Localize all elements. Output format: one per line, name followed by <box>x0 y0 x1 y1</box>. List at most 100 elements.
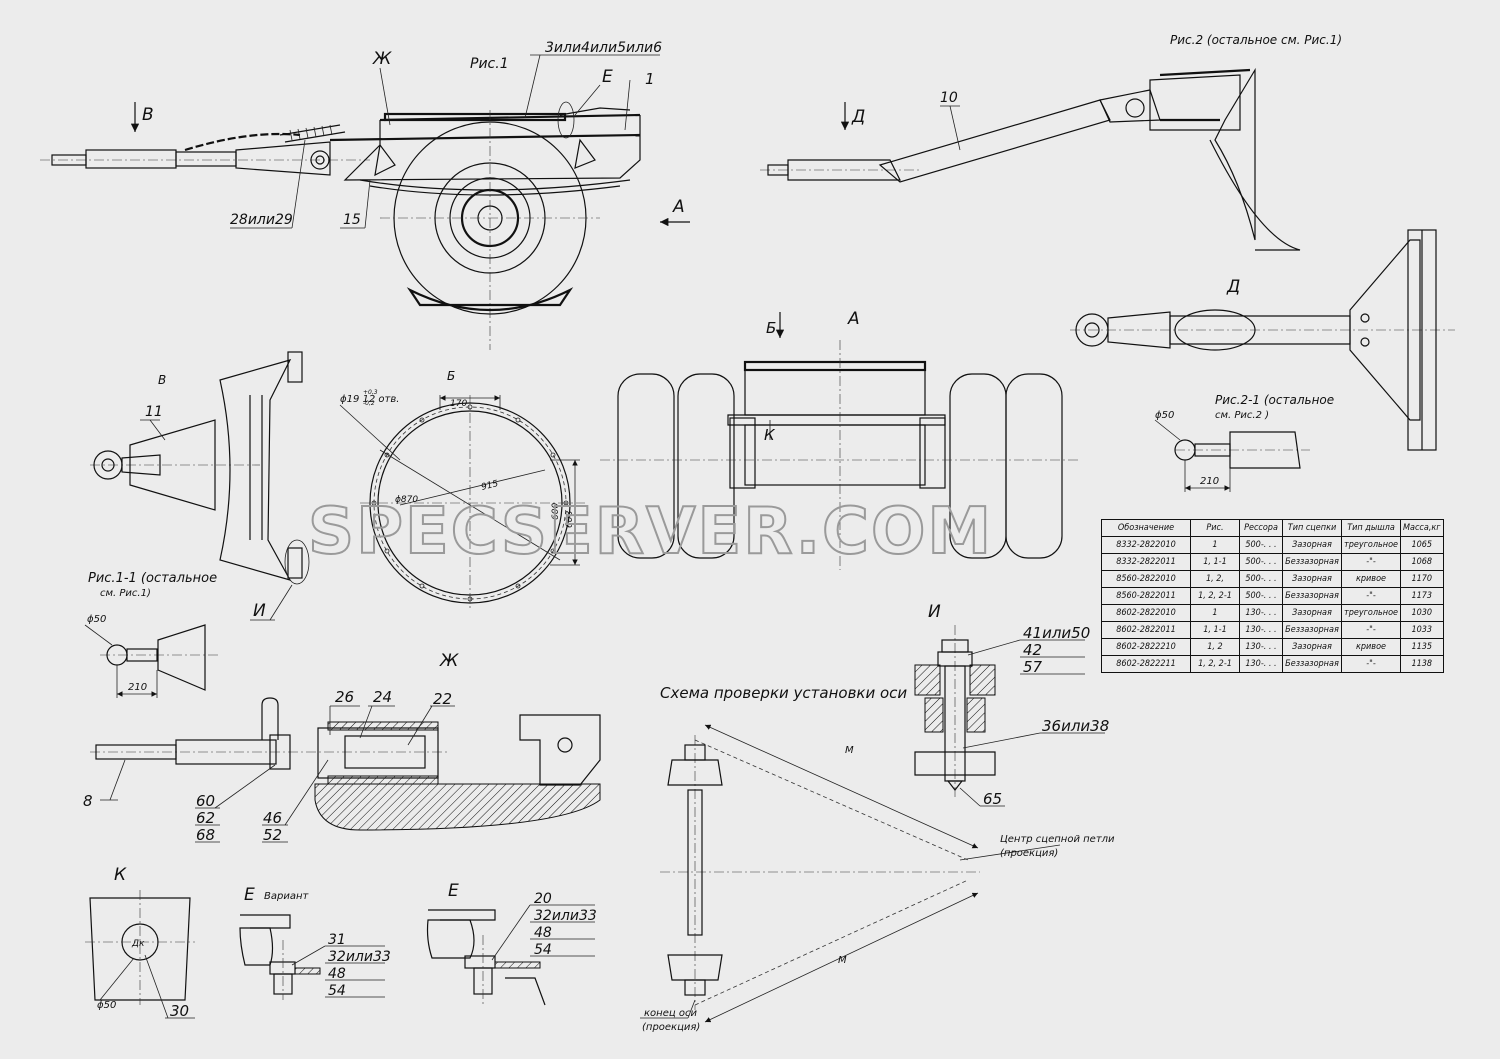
table-cell: кривое <box>1340 638 1402 656</box>
callout-1: 1 <box>645 70 655 88</box>
dim-210-a: 210 <box>128 682 147 693</box>
watermark: SPECSERVER.COM <box>308 495 993 569</box>
callout-8: 8 <box>83 792 93 810</box>
callout-54-b: 54 <box>534 942 552 958</box>
table-cell: 1, 2, 2-1 <box>1190 587 1240 605</box>
table-cell: 1, 1-1 <box>1190 621 1240 639</box>
view-b-title: Б <box>447 369 455 383</box>
table-cell: -"- <box>1340 621 1402 639</box>
dim-m1: М <box>845 745 854 756</box>
table-cell: 500-. . . <box>1239 536 1283 554</box>
fig1-title: Рис.1 <box>470 56 509 72</box>
view-d-title: Д <box>1226 277 1240 297</box>
table-header-cell: Тип дышла <box>1340 519 1402 537</box>
callout-31: 31 <box>328 932 346 948</box>
table-cell: кривое <box>1340 570 1402 588</box>
callout-48-b: 48 <box>534 925 552 941</box>
table-cell: Беззазорная <box>1282 655 1342 673</box>
callout-65: 65 <box>983 790 1002 808</box>
detail-zh: Ж 8 26 24 22 60 62 68 46 52 <box>83 651 601 844</box>
callout-62: 62 <box>196 809 215 827</box>
table-cell: 8602-2822210 <box>1101 638 1191 656</box>
callout-52: 52 <box>263 826 282 844</box>
table-cell: 500-. . . <box>1239 553 1283 571</box>
table-cell: 130-. . . <box>1239 638 1283 656</box>
table-cell: 1033 <box>1400 621 1444 639</box>
axle-check-title: Схема проверки установки оси <box>660 684 907 702</box>
callout-57: 57 <box>1023 658 1043 676</box>
dim-50-a: ϕ50 <box>87 614 106 625</box>
dim-dk: Дк <box>131 939 145 949</box>
table-cell: Зазорная <box>1282 570 1342 588</box>
callout-3233-b: 32или33 <box>534 908 597 924</box>
table-header-cell: Масса,кг <box>1400 519 1444 537</box>
view-k-title: К <box>114 865 127 885</box>
table-cell: Беззазорная <box>1282 621 1342 639</box>
fig1-1-title-2: см. Рис.1) <box>100 588 151 599</box>
detail-zh-title: Ж <box>439 651 459 671</box>
detail-e: Е 20 32или33 48 54 <box>426 881 597 1006</box>
callout-48-a: 48 <box>328 966 346 982</box>
table-cell: 1135 <box>1400 638 1444 656</box>
detail-i: И 41или50 42 57 36или38 65 <box>914 602 1109 808</box>
callout-30: 30 <box>170 1002 189 1020</box>
fig2-1: Рис.2-1 (остальное см. Рис.2 ) 210 ϕ50 <box>1154 393 1334 492</box>
detail-e-title: Е <box>448 881 459 901</box>
spec-table: Обозначение Рис. Рессора Тип сцепки Тип … <box>1101 519 1444 673</box>
table-cell: 8602-2822010 <box>1101 604 1191 622</box>
table-cell: 130-. . . <box>1239 621 1283 639</box>
fig2-title: Рис.2 (остальное см. Рис.1) <box>1170 33 1342 47</box>
table-cell: Беззазорная <box>1282 553 1342 571</box>
detail-e-variant-label: Вариант <box>264 891 310 902</box>
fig2-side-view: Рис.2 (остальное см. Рис.1) Д 10 <box>760 33 1342 251</box>
view-d-arrow-label: Д <box>851 107 865 127</box>
dim-50-b: ϕ50 <box>1155 410 1174 421</box>
table-header-cell: Обозначение <box>1101 519 1191 537</box>
callout-20: 20 <box>534 891 552 907</box>
detail-i-title: И <box>928 602 941 622</box>
detail-e-marker: Е <box>602 67 613 87</box>
axle-check-scheme: Схема проверки установки оси М М Центр с… <box>640 684 1115 1033</box>
detail-zh-marker: Ж <box>372 49 392 69</box>
callout-3456: 3или4или5или6 <box>545 40 662 56</box>
table-header-cell: Рессора <box>1239 519 1283 537</box>
table-cell: 8332-2822010 <box>1101 536 1191 554</box>
callout-2829: 28или29 <box>230 212 293 228</box>
fig2-1-title-1: Рис.2-1 (остальное <box>1215 393 1334 407</box>
dim-170: 170 <box>450 399 467 409</box>
view-a-arrow-label: А <box>672 197 685 217</box>
dim-870: ϕ870 <box>395 495 418 505</box>
table-cell: 1 <box>1190 536 1240 554</box>
table-cell: -"- <box>1340 655 1402 673</box>
table-cell: 1030 <box>1400 604 1444 622</box>
table-header-row: Обозначение Рис. Рессора Тип сцепки Тип … <box>1101 519 1444 537</box>
hitch-center-label-1: Центр сцепной петли <box>1000 834 1115 845</box>
detail-e-variant: Е Вариант 31 32или33 48 54 <box>239 885 391 1000</box>
view-v-marker: В <box>142 105 154 125</box>
table-cell: Зазорная <box>1282 604 1342 622</box>
callout-10: 10 <box>940 90 958 106</box>
view-d: Д <box>1070 229 1455 451</box>
table-cell: 130-. . . <box>1239 655 1283 673</box>
dim-m2: М <box>838 955 847 966</box>
table-cell: 1, 2 <box>1190 638 1240 656</box>
table-cell: Беззазорная <box>1282 587 1342 605</box>
table-cell: 1170 <box>1400 570 1444 588</box>
view-b-flange: Б 170 915 ϕ870 608 600 ϕ19 12 отв. +0,3 … <box>339 369 585 610</box>
table-cell: 1 <box>1190 604 1240 622</box>
fig1-side-view: Рис.1 В <box>40 40 690 350</box>
table-cell: 1068 <box>1400 553 1444 571</box>
hitch-center-label-2: (проекция) <box>1000 848 1058 859</box>
view-a-title: А <box>847 309 860 329</box>
detail-i-marker: И <box>253 601 266 621</box>
callout-54-a: 54 <box>328 983 346 999</box>
dim-915: 915 <box>480 479 499 493</box>
